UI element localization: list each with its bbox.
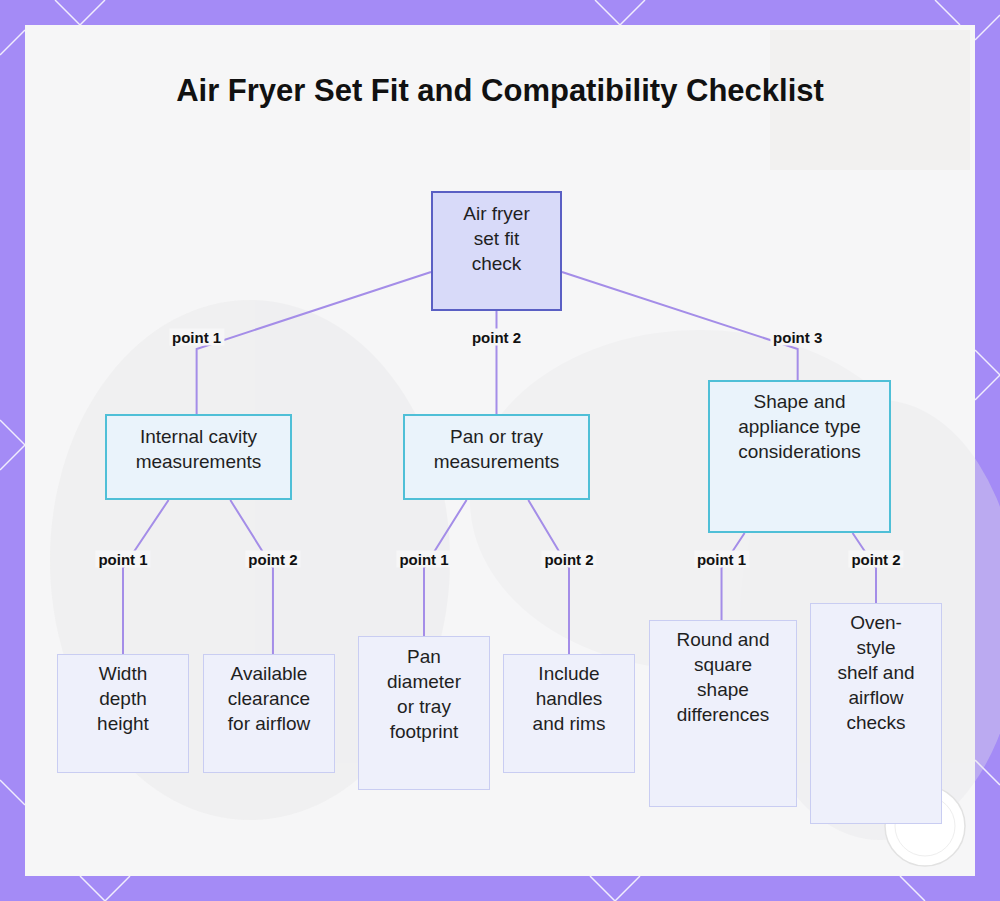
edge-label: point 1 bbox=[396, 551, 451, 568]
detail-box: Oven-style shelf and airflow checks bbox=[810, 603, 942, 824]
node-text: Width depth height bbox=[84, 661, 162, 736]
category-box: Pan or tray measurements bbox=[403, 414, 590, 500]
detail-box: Width depth height bbox=[57, 654, 189, 773]
detail-box: Round and square shape differences bbox=[649, 620, 797, 807]
detail-box: Include handles and rims bbox=[503, 654, 635, 773]
connector-line bbox=[722, 533, 745, 620]
edge-label: point 1 bbox=[169, 329, 224, 346]
connector-line bbox=[123, 500, 169, 654]
edge-label: point 1 bbox=[95, 551, 150, 568]
node-text: Internal cavity measurements bbox=[117, 424, 280, 474]
connector-line bbox=[424, 500, 467, 636]
connector-line bbox=[853, 533, 876, 603]
category-box: Internal cavity measurements bbox=[105, 414, 292, 500]
background-photo bbox=[50, 30, 1000, 840]
connector-line bbox=[528, 500, 569, 654]
edge-label: point 3 bbox=[770, 329, 825, 346]
node-text: Pan or tray measurements bbox=[415, 424, 578, 474]
node-text: Oven-style shelf and airflow checks bbox=[835, 610, 917, 735]
connector-line bbox=[562, 272, 798, 380]
root-box: Air fryer set fit check bbox=[431, 191, 562, 311]
diagram-title: Air Fryer Set Fit and Compatibility Chec… bbox=[150, 70, 850, 111]
edge-label: point 2 bbox=[469, 329, 524, 346]
node-text: Pan diameter or tray footprint bbox=[381, 644, 467, 744]
connector-line bbox=[230, 500, 273, 654]
node-text: Available clearance for airflow bbox=[218, 661, 320, 736]
node-text: Shape and appliance type considerations bbox=[725, 389, 874, 464]
connector-line bbox=[496, 311, 498, 414]
node-text: Include handles and rims bbox=[520, 661, 618, 736]
node-text: Round and square shape differences bbox=[668, 627, 778, 727]
connector-line bbox=[197, 272, 431, 414]
edge-label: point 2 bbox=[245, 551, 300, 568]
inner-panel bbox=[25, 25, 975, 876]
category-box: Shape and appliance type considerations bbox=[708, 380, 891, 533]
detail-box: Pan diameter or tray footprint bbox=[358, 636, 490, 790]
edge-label: point 2 bbox=[541, 551, 596, 568]
node-text: Air fryer set fit check bbox=[455, 201, 538, 276]
detail-box: Available clearance for airflow bbox=[203, 654, 335, 773]
edge-label: point 1 bbox=[694, 551, 749, 568]
edge-label: point 2 bbox=[848, 551, 903, 568]
